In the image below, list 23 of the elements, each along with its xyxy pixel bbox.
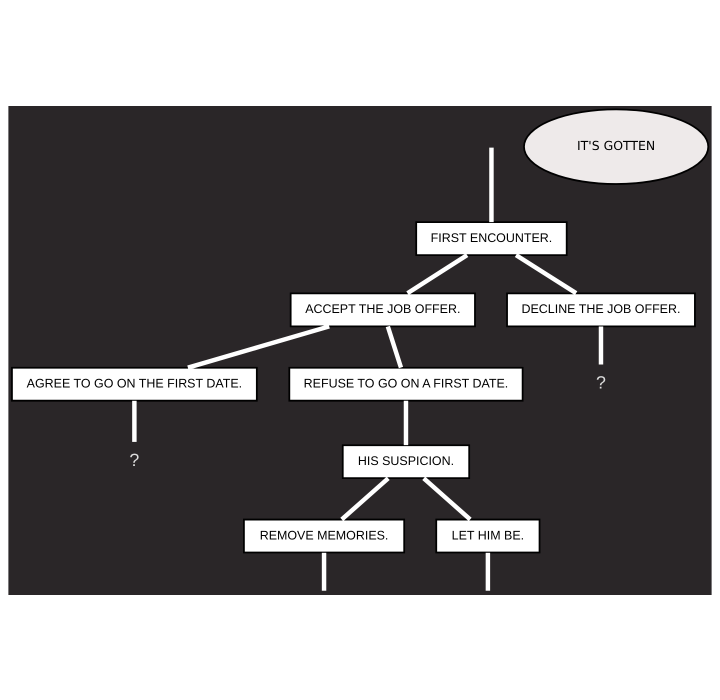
node-box: FIRST ENCOUNTER. [415,220,568,256]
connector [322,552,326,590]
connector [187,324,330,370]
node-ellipse: IT'S GOTTEN [523,108,710,184]
node-box: REFUSE TO GO ON A FIRST DATE. [288,366,524,402]
connector [598,326,604,364]
connector [404,400,408,445]
node-box: DECLINE THE JOB OFFER. [506,292,696,327]
node-text: ? [129,450,140,470]
connector [132,400,137,442]
connector [486,552,490,590]
node-box: REMOVE MEMORIES. [243,518,406,553]
node-box: AGREE TO GO ON THE FIRST DATE. [11,366,258,402]
connector [386,325,404,368]
node-box: ACCEPT THE JOB OFFER. [290,292,476,327]
node-text: ? [596,372,606,392]
node-box: HIS SUSPICION. [342,444,470,479]
connector [422,476,472,521]
connector [514,252,578,295]
connector [489,147,494,222]
connector [340,476,390,521]
connector [406,252,468,295]
node-box: LET HIM BE. [435,518,540,553]
